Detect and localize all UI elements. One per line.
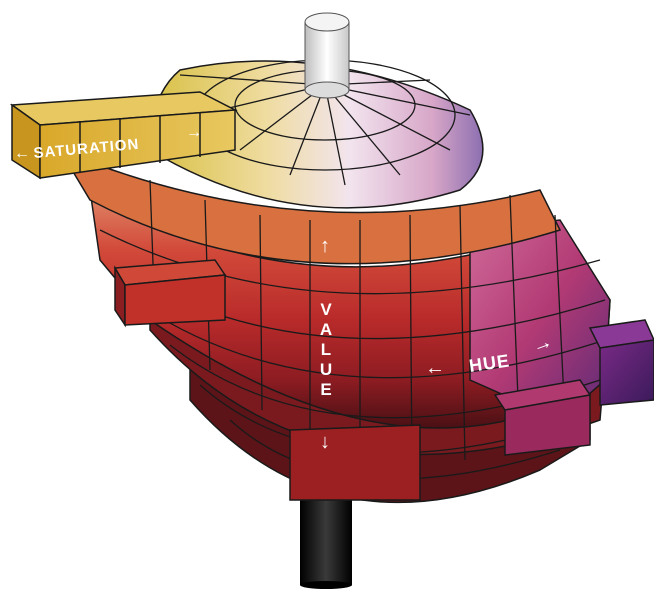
saturation-right-arrow-icon: → <box>186 124 203 141</box>
saturation-left-arrow-icon: ← <box>14 145 31 162</box>
hue-left-arrow-icon: ← <box>425 357 446 379</box>
value-up-arrow-icon: ↑ <box>320 235 331 257</box>
value-axis-pole-top <box>305 13 349 98</box>
hue-arm <box>590 320 654 405</box>
value-down-arrow-icon: ↓ <box>320 431 331 453</box>
value-label: VALUE <box>317 300 336 400</box>
